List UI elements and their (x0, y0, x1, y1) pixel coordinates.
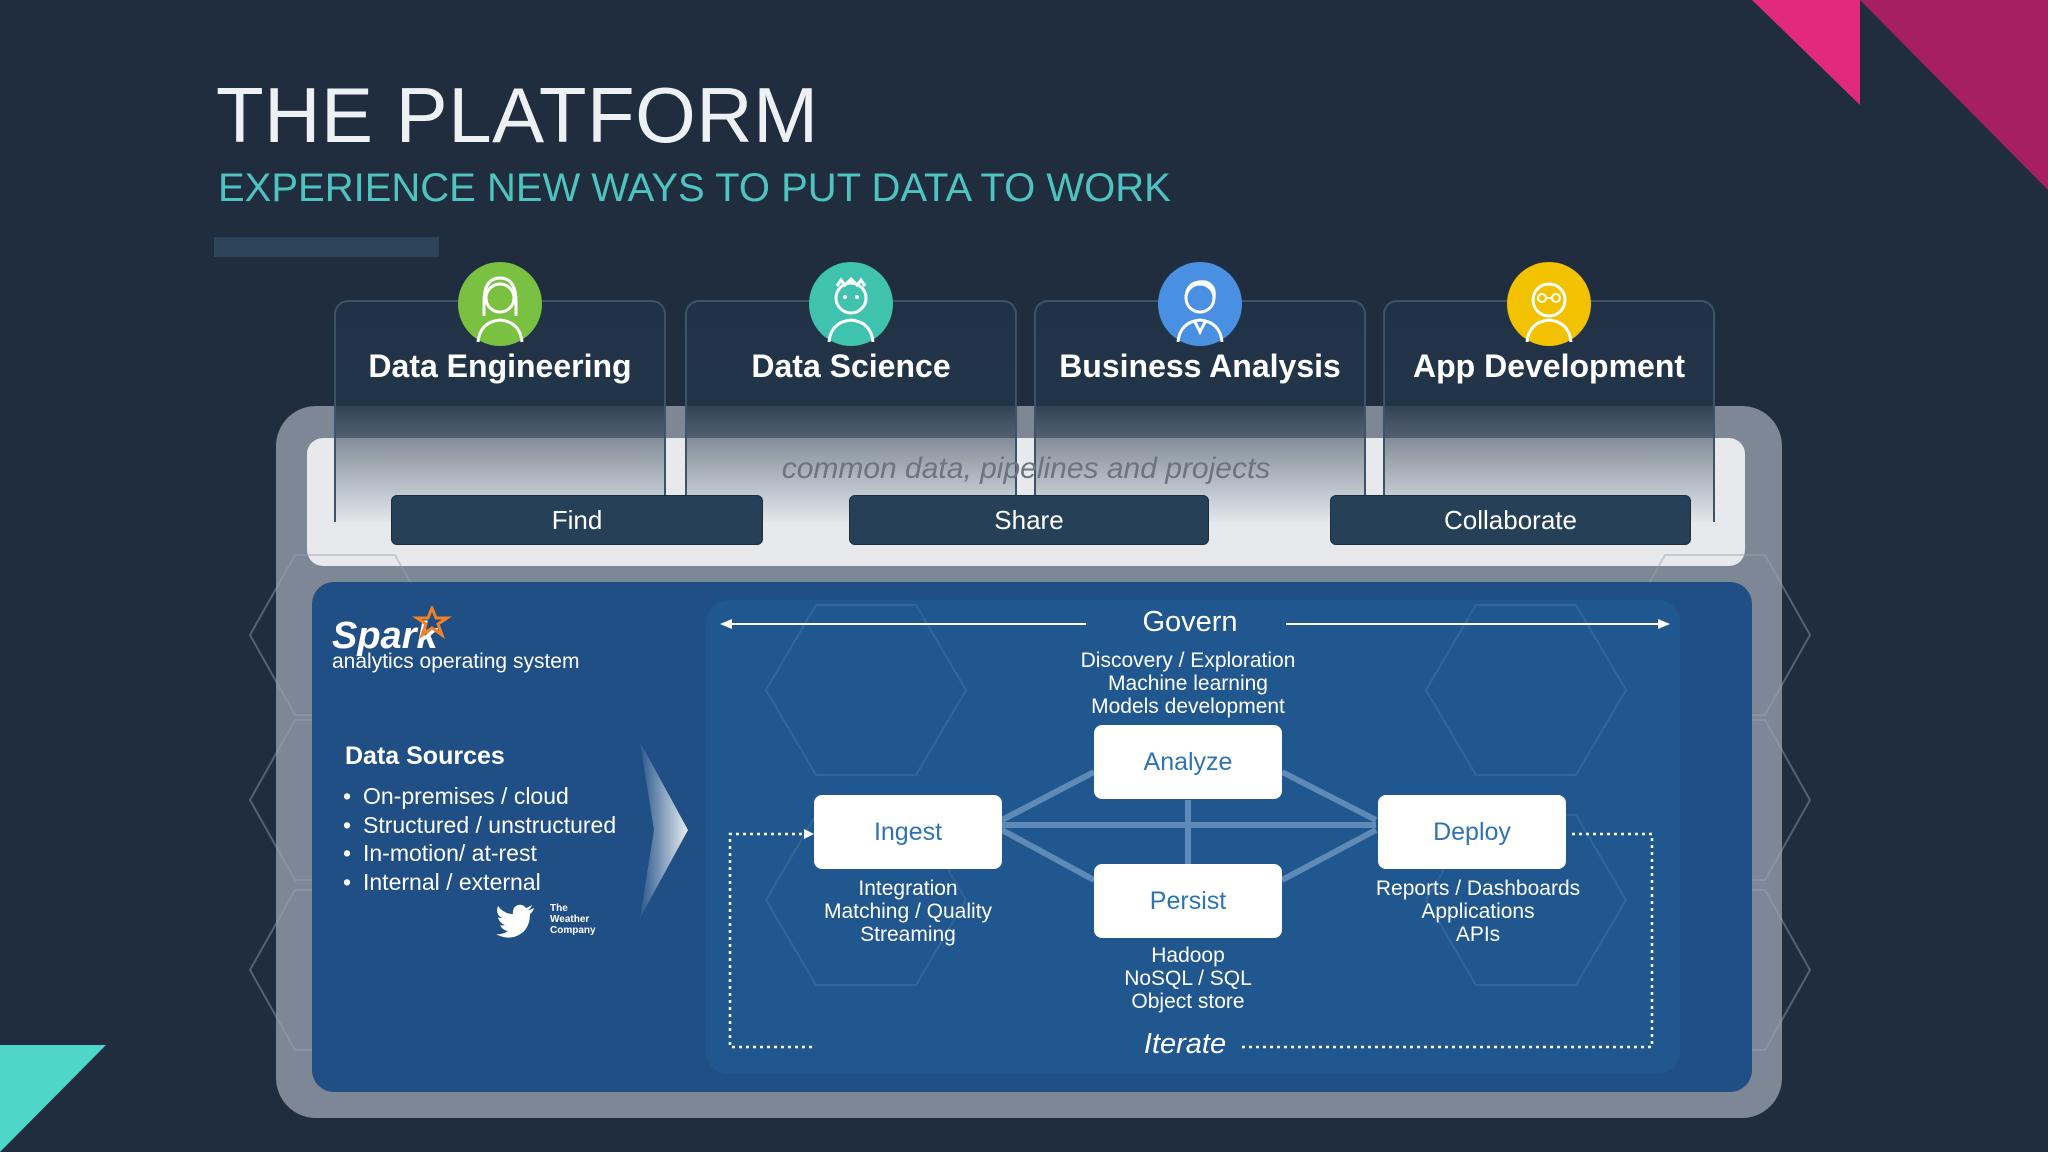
spark-subtitle: analytics operating system (332, 650, 580, 673)
list-item: Internal / external (343, 868, 616, 897)
data-scientist-avatar-icon (809, 262, 893, 346)
role-label: App Development (1412, 348, 1686, 384)
caption-line: Machine learning (1108, 672, 1268, 695)
business-analyst-avatar-icon (1158, 262, 1242, 346)
caption-line: Models development (1091, 695, 1285, 718)
role-label: Data Science (751, 348, 951, 384)
caption-line: Object store (1131, 990, 1245, 1013)
deploy-node[interactable]: Deploy (1378, 795, 1566, 869)
caption-line: Matching / Quality (823, 900, 993, 923)
caption-line: Reports / Dashboards (1375, 877, 1581, 900)
data-sources-title: Data Sources (345, 742, 505, 770)
role-label: Data Engineering (368, 348, 632, 384)
flow-chevron-icon (640, 742, 688, 918)
caption-line: Streaming (860, 923, 956, 946)
role-card-app-development: App Development (1383, 262, 1715, 522)
role-label: Business Analysis (1059, 348, 1341, 384)
analyze-caption: Discovery / Exploration Machine learning… (1038, 649, 1338, 718)
data-sources-list: On-premises / cloud Structured / unstruc… (343, 782, 616, 896)
caption-line: Hadoop (1151, 944, 1225, 967)
caption-line: Integration (858, 877, 958, 900)
twitter-bird-icon (496, 904, 534, 938)
data-engineer-avatar-icon (458, 262, 542, 346)
title-accent-bar (214, 237, 439, 257)
persist-caption: Hadoop NoSQL / SQL Object store (1038, 944, 1338, 1013)
ingest-caption: Integration Matching / Quality Streaming (758, 877, 1058, 946)
govern-label: Govern (1142, 606, 1238, 638)
role-card-data-engineering: Data Engineering (334, 262, 666, 522)
find-button[interactable]: Find (391, 495, 763, 545)
common-data-caption: common data, pipelines and projects (781, 452, 1271, 485)
caption-line: APIs (1455, 923, 1501, 946)
weather-logo-line: The (550, 903, 568, 914)
app-developer-avatar-icon (1507, 262, 1591, 346)
list-item: On-premises / cloud (343, 782, 616, 811)
collaborate-button[interactable]: Collaborate (1330, 495, 1691, 545)
weather-logo-line: Company (550, 925, 596, 936)
govern-arrow (720, 619, 1670, 629)
weather-logo-line: Weather (550, 914, 590, 925)
list-item: Structured / unstructured (343, 811, 616, 840)
caption-line: Discovery / Exploration (1080, 649, 1296, 672)
role-card-data-science: Data Science (685, 262, 1017, 522)
ingest-node[interactable]: Ingest (814, 795, 1002, 869)
persist-node[interactable]: Persist (1094, 864, 1282, 938)
list-item: In-motion/ at-rest (343, 839, 616, 868)
iterate-label: Iterate (1143, 1028, 1227, 1060)
spark-logo-icon: Spark (332, 606, 452, 656)
caption-line: NoSQL / SQL (1124, 967, 1252, 990)
share-button[interactable]: Share (849, 495, 1209, 545)
caption-line: Applications (1421, 900, 1535, 923)
weather-company-logo: The Weather Company (550, 903, 596, 936)
deploy-caption: Reports / Dashboards Applications APIs (1328, 877, 1628, 946)
page-title: THE PLATFORM (216, 71, 819, 159)
role-card-business-analysis: Business Analysis (1034, 262, 1366, 522)
page-subtitle: EXPERIENCE NEW WAYS TO PUT DATA TO WORK (218, 166, 1171, 210)
analyze-node[interactable]: Analyze (1094, 725, 1282, 799)
lifecycle-connectors (728, 769, 1654, 1049)
